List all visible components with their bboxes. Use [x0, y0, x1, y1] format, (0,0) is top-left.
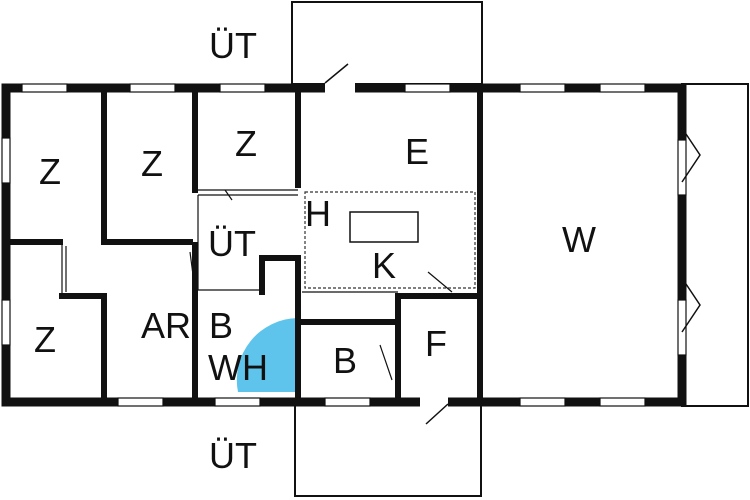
- label-ut-top: ÜT: [209, 25, 257, 66]
- bottom-door-opening: [420, 397, 448, 407]
- kitchen-area-outline: [304, 191, 476, 289]
- top-terrace: [291, 1, 483, 85]
- label-k: K: [372, 245, 396, 286]
- annex-doors: [681, 127, 701, 333]
- label-e: E: [405, 131, 429, 172]
- label-b-2: B: [333, 340, 357, 381]
- top-door-opening: [325, 83, 355, 93]
- interior-walls: [7, 89, 483, 401]
- thin-partitions: [61, 189, 453, 381]
- label-b-1: B: [209, 305, 233, 346]
- label-z-3: Z: [235, 123, 257, 164]
- bottom-door-swing: [425, 403, 449, 425]
- label-ut-bottom: ÜT: [209, 435, 257, 476]
- side-annex: [681, 83, 749, 407]
- label-z-4: Z: [34, 319, 56, 360]
- bottom-terrace: [294, 401, 482, 497]
- label-ut-middle: ÜT: [208, 223, 256, 264]
- label-h: H: [305, 193, 331, 234]
- label-z-1: Z: [39, 151, 61, 192]
- label-z-2: Z: [141, 143, 163, 184]
- label-wh: WH: [208, 347, 268, 388]
- top-door-swing: [324, 63, 349, 84]
- label-w: W: [562, 219, 596, 260]
- label-f: F: [425, 323, 447, 364]
- windows: [1, 83, 687, 407]
- kitchen-table: [349, 211, 419, 243]
- bathtub-icon: [236, 318, 298, 392]
- label-ar: AR: [141, 305, 191, 346]
